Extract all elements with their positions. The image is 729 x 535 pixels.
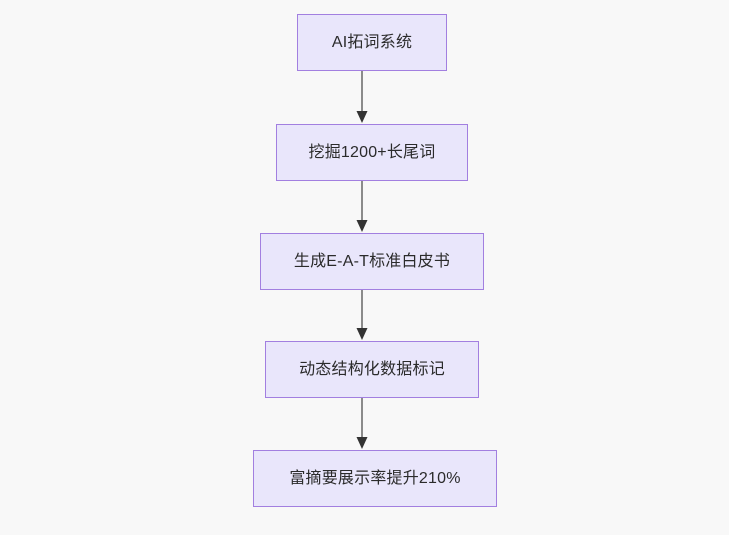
flow-node-generate-eat-whitepaper[interactable]: 生成E-A-T标准白皮书 [260, 233, 484, 290]
flow-node-ai-keyword-system[interactable]: AI拓词系统 [297, 14, 447, 71]
connector-node-1-to-node-2 [351, 71, 373, 124]
arrow-down-icon [356, 398, 368, 449]
flow-node-label: 生成E-A-T标准白皮书 [293, 252, 451, 270]
arrow-down-icon [356, 181, 368, 232]
connector-node-2-to-node-3 [351, 181, 373, 233]
arrow-down-icon [356, 71, 368, 123]
connector-node-4-to-node-5 [351, 398, 373, 450]
flow-node-mine-longtail-keywords[interactable]: 挖掘1200+长尾词 [276, 124, 468, 181]
flow-node-label: 富摘要展示率提升210% [289, 469, 461, 487]
connector-node-3-to-node-4 [351, 290, 373, 341]
flow-node-label: 挖掘1200+长尾词 [308, 143, 436, 161]
flow-node-label: AI拓词系统 [331, 33, 413, 51]
arrow-down-icon [356, 290, 368, 340]
flow-node-label: 动态结构化数据标记 [299, 360, 445, 378]
flow-node-dynamic-structured-data-markup[interactable]: 动态结构化数据标记 [265, 341, 479, 398]
flow-node-rich-snippet-impression-lift[interactable]: 富摘要展示率提升210% [253, 450, 497, 507]
